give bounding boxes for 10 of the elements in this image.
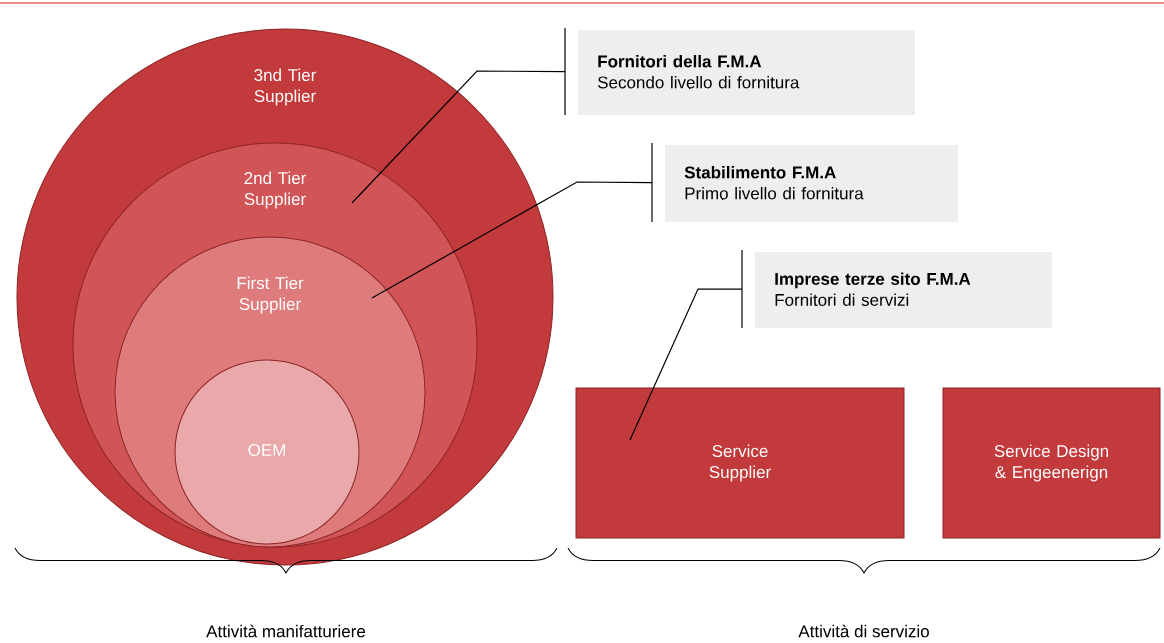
callout-box: Stabilimento F.M.A Primo livello di fornitura (651, 142, 958, 223)
leader-line (371, 181, 653, 299)
callout-box: Imprese terze sito F.M.A Fornitori di servizi (741, 249, 1052, 329)
group-label: Attività di servizio (798, 624, 929, 638)
callout-box: Fornitori della F.M.A Secondo livello di fornitura (564, 27, 915, 116)
service-box: Service Design & Engeenerign (942, 387, 1161, 539)
leader-line (629, 288, 743, 441)
leader-line (351, 70, 566, 204)
service-box: Service Supplier (575, 387, 905, 539)
group-label: Attività manifatturiere (206, 624, 366, 638)
